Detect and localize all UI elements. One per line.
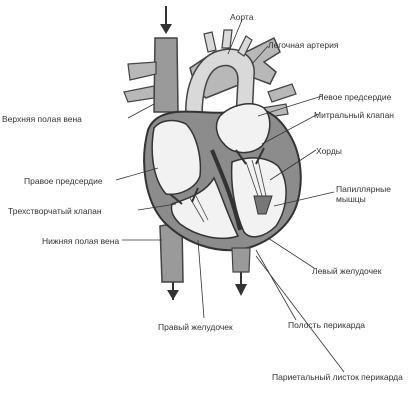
label-parietal-pericardium: Париетальный листок перикарда: [272, 372, 403, 382]
label-pulmonary-artery: Легочная артерия: [268, 40, 338, 50]
label-inferior-vena-cava: Нижняя полая вена: [42, 236, 119, 246]
superior-vena-cava-shape: [154, 38, 178, 112]
label-superior-vena-cava: Верхняя полая вена: [2, 114, 82, 124]
label-tricuspid-valve: Трехстворчатый клапан: [8, 206, 102, 216]
arrow-svc-down: [160, 6, 172, 34]
left-pulmonary-branches: [124, 62, 156, 102]
left-atrium-chamber: [217, 104, 270, 153]
arrow-ivc-down: [167, 282, 179, 300]
label-papillary-muscles: Папиллярные мышцы: [336, 184, 396, 204]
label-right-ventricle: Правый желудочек: [158, 322, 233, 332]
label-aorta: Аорта: [230, 12, 253, 22]
arrow-descending-aorta-down: [235, 272, 247, 296]
label-left-ventricle: Левый желудочек: [312, 266, 381, 276]
descending-aorta-shape: [232, 248, 250, 272]
label-right-atrium: Правое предсердие: [24, 176, 103, 186]
label-chordae: Хорды: [316, 146, 342, 156]
label-pericardial-cavity: Полость перикарда: [288, 320, 365, 330]
label-mitral-valve: Митральный клапан: [314, 110, 394, 120]
label-left-atrium: Левое предсердие: [318, 92, 391, 102]
